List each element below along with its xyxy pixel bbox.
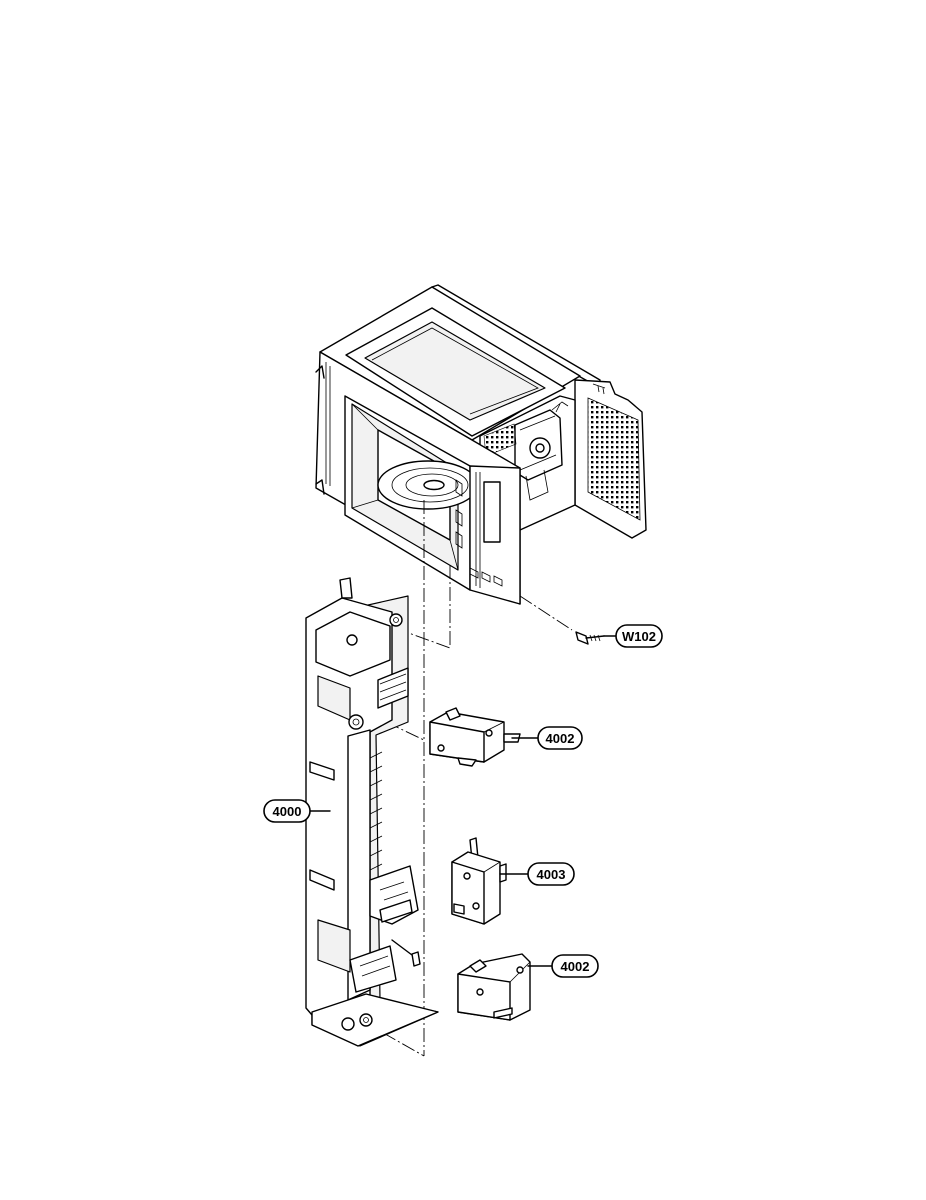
leader-lines xyxy=(309,635,617,967)
callout-label: 4003 xyxy=(537,867,566,882)
micro-switch-4002-lower xyxy=(457,953,531,1021)
micro-switch-4002-upper xyxy=(429,707,521,767)
screw-w102 xyxy=(575,631,605,645)
callout-4002-upper: 4002 xyxy=(537,726,583,750)
turntable-plate xyxy=(377,460,479,510)
callout-label: 4000 xyxy=(273,804,302,819)
callout-4000: 4000 xyxy=(263,799,311,823)
callout-label: 4002 xyxy=(546,731,575,746)
door-latch-hook-4000 xyxy=(305,577,439,1047)
callout-4003: 4003 xyxy=(527,862,575,886)
callout-label: W102 xyxy=(622,629,656,644)
callout-w102: W102 xyxy=(615,624,663,648)
top-ceiling-plate xyxy=(364,321,546,421)
callout-label: 4002 xyxy=(561,959,590,974)
oven-cavity-assembly xyxy=(315,284,647,605)
micro-switch-4003 xyxy=(451,837,507,925)
callout-4002-lower: 4002 xyxy=(551,954,599,978)
